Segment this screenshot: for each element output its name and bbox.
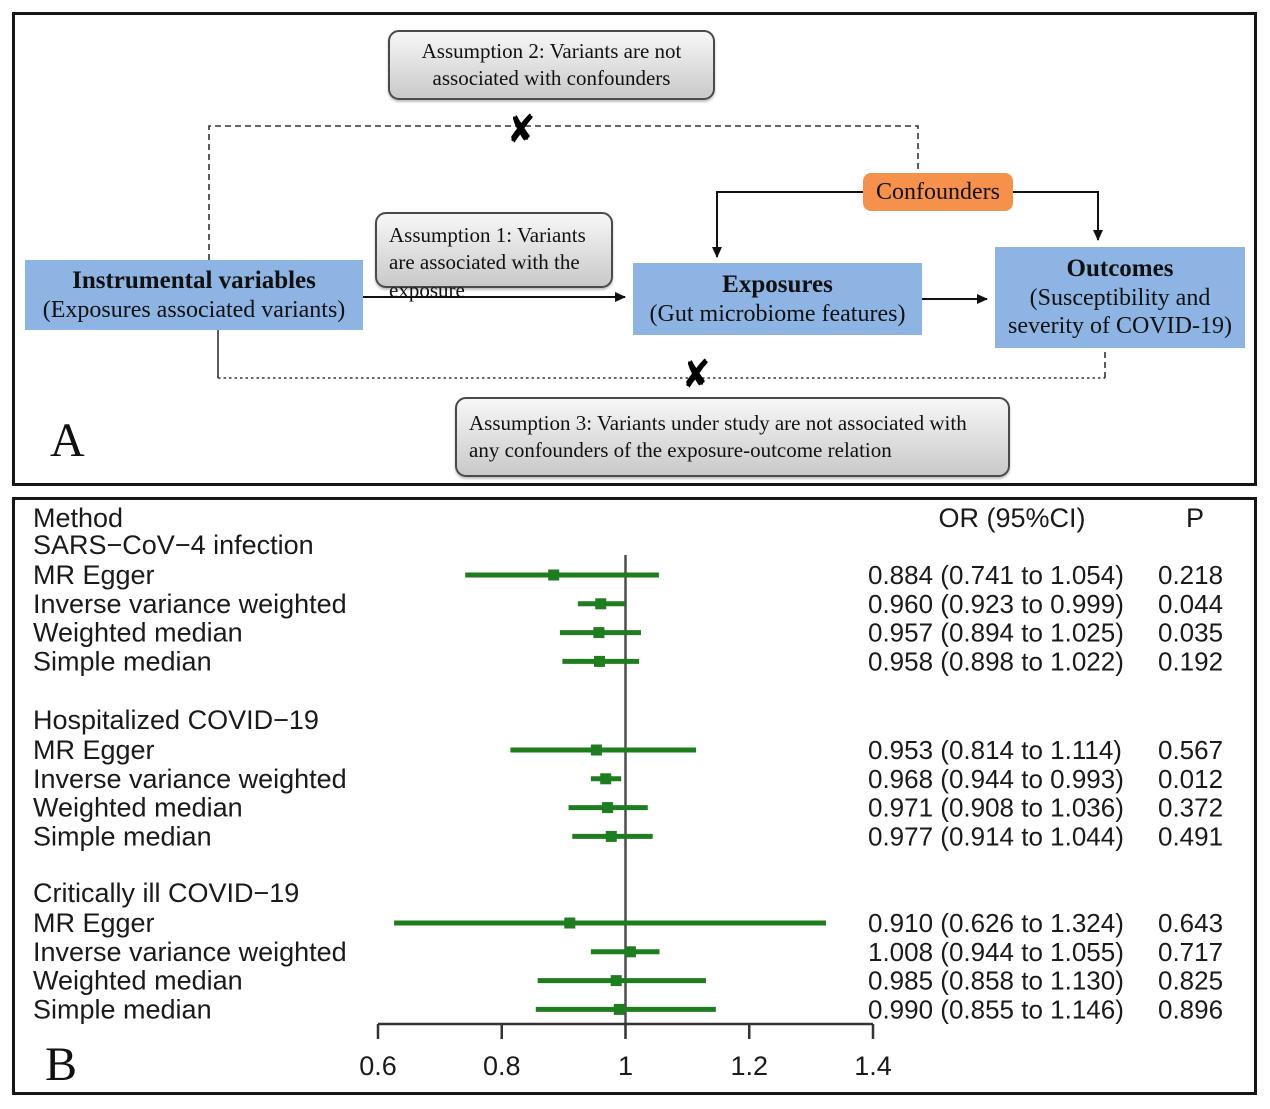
p-value: 0.035 bbox=[1158, 618, 1223, 648]
group-label: Critically ill COVID−19 bbox=[33, 878, 299, 908]
exposures-subtitle: (Gut microbiome features) bbox=[649, 300, 906, 327]
iv-title: Instrumental variables bbox=[72, 267, 316, 295]
p-value: 0.218 bbox=[1158, 560, 1223, 590]
or-ci-value: 0.968 (0.944 to 0.993) bbox=[868, 764, 1124, 794]
point-estimate-marker bbox=[593, 627, 605, 639]
method-label: Simple median bbox=[33, 994, 212, 1024]
confounders-box: Confounders bbox=[863, 173, 1013, 211]
diagram-connectors bbox=[208, 125, 1106, 379]
column-header-method: Method bbox=[33, 503, 124, 533]
assumption3-box: Assumption 3: Variants under study are n… bbox=[455, 397, 1010, 477]
x-tick-label: 0.6 bbox=[359, 1051, 397, 1081]
arrow-confounders-to-exposures bbox=[712, 191, 863, 258]
panel-b-letter: B bbox=[45, 1038, 78, 1091]
or-ci-value: 0.957 (0.894 to 1.025) bbox=[868, 618, 1124, 648]
method-label: Inverse variance weighted bbox=[33, 937, 347, 967]
outcomes-subtitle: (Susceptibility and severity of COVID-19… bbox=[1008, 284, 1232, 340]
point-estimate-marker bbox=[624, 946, 636, 958]
column-header-or-ci: OR (95%CI) bbox=[938, 503, 1086, 533]
instrumental-variables-box: Instrumental variables (Exposures associ… bbox=[25, 260, 363, 330]
panel-a-letter: A bbox=[50, 414, 85, 467]
exposures-title: Exposures bbox=[722, 271, 833, 299]
confounders-label: Confounders bbox=[876, 178, 1000, 205]
or-ci-value: 0.960 (0.923 to 0.999) bbox=[868, 589, 1124, 619]
arrow-confounders-to-outcomes bbox=[1013, 191, 1103, 241]
point-estimate-marker bbox=[564, 917, 576, 929]
exposures-box: Exposures (Gut microbiome features) bbox=[633, 263, 922, 335]
dashed-iv-to-confounders bbox=[208, 125, 919, 260]
p-value: 0.044 bbox=[1158, 589, 1223, 619]
p-value: 0.192 bbox=[1158, 646, 1223, 676]
point-estimate-marker bbox=[605, 830, 617, 842]
assumption2-text: Assumption 2: Variants are not associate… bbox=[421, 38, 682, 90]
point-estimate-marker bbox=[602, 802, 614, 814]
method-label: Weighted median bbox=[33, 966, 243, 996]
method-label: MR Egger bbox=[33, 560, 155, 590]
x-tick-label: 1.2 bbox=[730, 1051, 768, 1081]
method-label: Inverse variance weighted bbox=[33, 589, 347, 619]
point-estimate-marker bbox=[548, 569, 560, 581]
point-estimate-marker bbox=[610, 975, 622, 987]
or-ci-value: 0.884 (0.741 to 1.054) bbox=[868, 560, 1124, 590]
or-ci-value: 0.910 (0.626 to 1.324) bbox=[868, 908, 1124, 938]
p-value: 0.567 bbox=[1158, 735, 1223, 765]
x-tick-label: 1.4 bbox=[854, 1051, 892, 1081]
p-value: 0.717 bbox=[1158, 937, 1223, 967]
or-ci-value: 0.985 (0.858 to 1.130) bbox=[868, 966, 1124, 996]
or-ci-value: 1.008 (0.944 to 1.055) bbox=[868, 937, 1124, 967]
x-tick-label: 1 bbox=[618, 1051, 633, 1081]
p-value: 0.491 bbox=[1158, 821, 1223, 851]
method-label: Weighted median bbox=[33, 618, 243, 648]
method-label: MR Egger bbox=[33, 735, 155, 765]
p-value: 0.896 bbox=[1158, 994, 1223, 1024]
panel-b-forest-plot: Method OR (95%CI) P SARS−CoV−4 infection… bbox=[12, 497, 1257, 1095]
column-header-p: P bbox=[1185, 503, 1205, 533]
or-ci-value: 0.971 (0.908 to 1.036) bbox=[868, 793, 1124, 823]
p-value: 0.643 bbox=[1158, 908, 1223, 938]
point-estimate-marker bbox=[590, 744, 602, 756]
group-label: Hospitalized COVID−19 bbox=[33, 705, 319, 735]
or-ci-value: 0.990 (0.855 to 1.146) bbox=[868, 994, 1124, 1024]
group-label: SARS−CoV−4 infection bbox=[33, 530, 314, 560]
x-tick-label: 0.8 bbox=[483, 1051, 521, 1081]
assumption3-text: Assumption 3: Variants under study are n… bbox=[469, 410, 967, 462]
p-value: 0.372 bbox=[1158, 793, 1223, 823]
or-ci-value: 0.953 (0.814 to 1.114) bbox=[868, 735, 1122, 765]
method-label: Inverse variance weighted bbox=[33, 764, 347, 794]
assumption1-text: Assumption 1: Variants are associated wi… bbox=[389, 223, 586, 302]
outcomes-box: Outcomes (Susceptibility and severity of… bbox=[995, 247, 1245, 348]
cross-icon: ✘ bbox=[682, 352, 711, 398]
iv-subtitle: (Exposures associated variants) bbox=[42, 296, 346, 323]
assumption2-box: Assumption 2: Variants are not associate… bbox=[388, 30, 715, 100]
method-label: Simple median bbox=[33, 821, 212, 851]
or-ci-value: 0.958 (0.898 to 1.022) bbox=[868, 646, 1124, 676]
point-estimate-marker bbox=[595, 598, 607, 610]
outcomes-title: Outcomes bbox=[1066, 255, 1174, 283]
p-value: 0.825 bbox=[1158, 966, 1223, 996]
or-ci-value: 0.977 (0.914 to 1.044) bbox=[868, 821, 1124, 851]
point-estimate-marker bbox=[600, 773, 612, 785]
method-label: MR Egger bbox=[33, 908, 155, 938]
point-estimate-marker bbox=[613, 1003, 625, 1015]
cross-icon: ✘ bbox=[507, 107, 536, 153]
assumption1-box: Assumption 1: Variants are associated wi… bbox=[375, 212, 613, 302]
panel-a-mr-diagram: Assumption 2: Variants are not associate… bbox=[12, 12, 1257, 486]
method-label: Weighted median bbox=[33, 793, 243, 823]
point-estimate-marker bbox=[594, 655, 606, 667]
p-value: 0.012 bbox=[1158, 764, 1223, 794]
method-label: Simple median bbox=[33, 646, 212, 676]
